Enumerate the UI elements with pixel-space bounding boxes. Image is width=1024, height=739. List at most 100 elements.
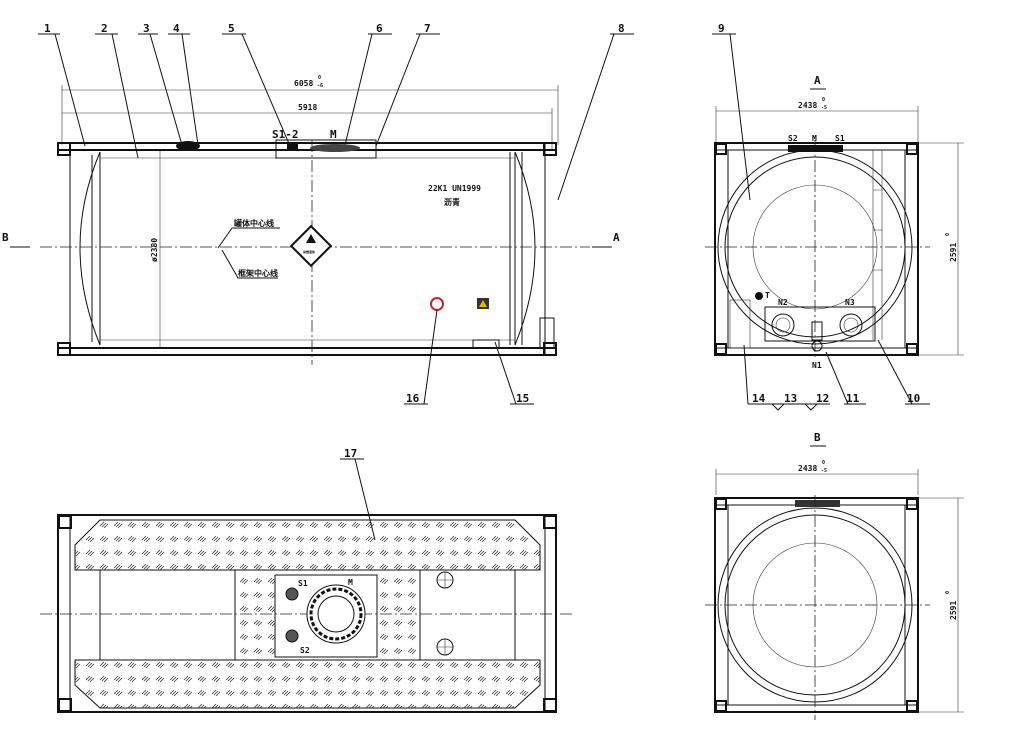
drawing-line [111, 33, 139, 159]
drawing-label: 15 [516, 392, 529, 405]
document-box [472, 339, 500, 349]
drawing-line [344, 33, 373, 146]
drawing-line [149, 33, 183, 146]
drawing-line [729, 299, 751, 349]
drawing-label: -5 [821, 105, 827, 111]
drawing-line [479, 300, 487, 307]
drawing-label: M [330, 128, 337, 141]
drawing-label: 17 [344, 447, 357, 460]
drawing-line [906, 498, 918, 510]
drawing-line [743, 344, 818, 411]
nozzle-n3 [839, 313, 863, 337]
callout-9: 9 [712, 22, 751, 201]
drawing-line [872, 150, 883, 340]
drawing-label: 0 [318, 75, 321, 81]
dimension-tank-diameter: ø2380 [150, 150, 161, 348]
drawing-label: 9 [718, 22, 725, 35]
hazard-label-diamond: 易燃液体 [289, 224, 333, 268]
drawing-label: S1 [835, 134, 845, 143]
valve-box [764, 306, 876, 342]
frame-centerline-annotation: 框架中心线 [221, 249, 278, 279]
drawing-label: A [814, 74, 821, 87]
drawing-label: M [348, 578, 353, 587]
flame-icon [306, 234, 316, 243]
fitting-3-4 [176, 141, 200, 151]
drawing-line [58, 515, 72, 529]
warning-circle-icon [430, 297, 444, 311]
drawing-label: B [2, 231, 9, 244]
drawing-label: 2438 [798, 101, 817, 110]
drawing-line [795, 500, 840, 507]
drawing-line [221, 249, 278, 279]
drawing-label: 5918 [298, 103, 317, 112]
drawing-line [729, 33, 751, 201]
top-fitting-housing [275, 139, 377, 159]
callout-15: 15 [494, 341, 534, 405]
drawing-label: 2 [101, 22, 108, 35]
drawing-label: 13 [784, 392, 797, 405]
drawing-line [57, 142, 71, 156]
drawing-label: 5 [228, 22, 235, 35]
drawing-line [715, 143, 727, 155]
drawing-line [825, 351, 849, 405]
drawing-line [437, 572, 453, 588]
top-view: 17 S1 M S2 [40, 447, 575, 713]
drawing-line [306, 584, 366, 644]
side-view: 1 2 3 4 5 6 7 8 6058 0 -6 5918 ø2380 [2, 22, 634, 405]
insulation-hatching [74, 519, 541, 709]
drawing-label: 12 [816, 392, 829, 405]
left-tank-head [79, 151, 101, 346]
drawing-line [58, 698, 72, 712]
drawing-label: 沥青 [444, 197, 460, 207]
drawing-line [775, 317, 791, 333]
thermometer-t [755, 292, 763, 300]
drawing-label: 易燃液体 [302, 249, 316, 254]
drawing-label: M [812, 134, 817, 143]
drawing-label: S2 [788, 134, 798, 143]
drawing-label: 2591 [949, 243, 958, 262]
drawing-label: 0 [822, 97, 825, 103]
callout-10: 10 [877, 339, 930, 405]
drawing-line [289, 224, 333, 268]
safety-valve-s12 [287, 143, 298, 150]
manhole-top [306, 584, 366, 644]
drawing-label: 1 [44, 22, 51, 35]
safety-valve-s1 [285, 587, 299, 601]
drawing-line [557, 33, 615, 201]
drawing-line [74, 659, 541, 709]
drawing-label: 22K1 UN1999 [428, 184, 481, 193]
callout-16: 16 [404, 309, 438, 405]
drawing-label: 10 [907, 392, 920, 405]
drawing-line [57, 514, 557, 713]
callout-6: 6 [344, 22, 392, 146]
drawing-line [715, 343, 727, 355]
drawing-label: 框架中心线 [238, 268, 278, 278]
view-b-arrow: B [2, 231, 30, 248]
top-rail [57, 142, 557, 151]
callout-8: 8 [557, 22, 634, 201]
callout-3: 3 [138, 22, 183, 146]
frame-a [714, 142, 919, 356]
drawing-line [309, 587, 363, 641]
callout-1: 1 [38, 22, 86, 147]
dimension-overall-length: 6058 0 -6 [61, 75, 559, 145]
drawing-line [906, 343, 918, 355]
drawing-label: N1 [812, 361, 822, 370]
drawing-label: ø2380 [150, 238, 159, 262]
nozzle-n2 [771, 313, 795, 337]
discharge-valve [539, 317, 555, 349]
drawing-label: S1-2 [272, 128, 299, 141]
drawing-label: 11 [846, 392, 860, 405]
drawing-label: A [613, 231, 620, 244]
drawing-label: T [765, 291, 770, 300]
drawing-label: 罐体中心线 [233, 218, 274, 228]
callout-2: 2 [95, 22, 139, 159]
view-a-arrow: A [592, 231, 620, 248]
drawing-line [906, 700, 918, 712]
drawing-line [543, 342, 557, 356]
drawing-line [811, 321, 823, 341]
drawing-line [423, 309, 438, 405]
drawing-label: -5 [821, 468, 827, 474]
